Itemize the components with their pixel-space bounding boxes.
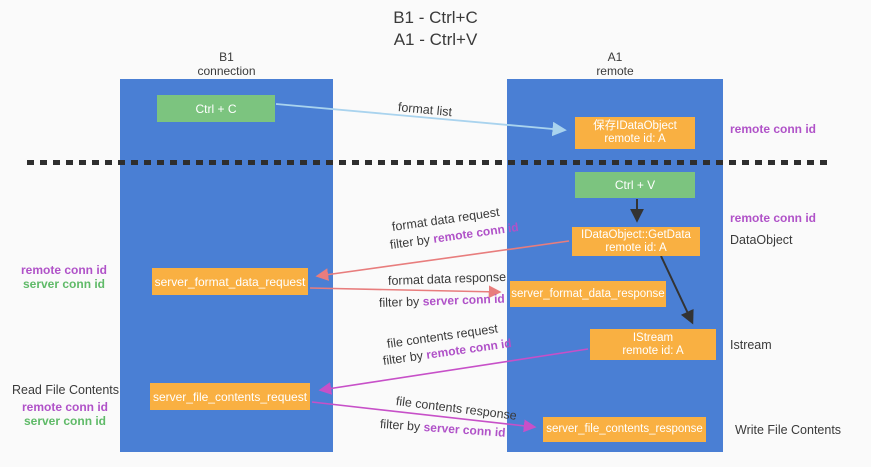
filter-by-text: filter by: [378, 294, 423, 310]
phase-divider-dashed-line: [27, 160, 830, 165]
left-column-header: B1 connection: [120, 50, 333, 78]
server-format-data-response-label: server_format_data_response: [511, 287, 665, 300]
dataobject-annotation: DataObject: [730, 233, 793, 247]
server-file-contents-request-label: server_file_contents_request: [152, 389, 308, 404]
right-column-header: A1 remote: [507, 50, 723, 78]
format-data-response-arrow: [309, 285, 502, 299]
server-file-contents-response-node: server_file_contents_response: [543, 417, 706, 442]
right-column-name: A1: [607, 50, 623, 64]
ctrl-v-label: Ctrl + V: [614, 178, 656, 192]
server-format-data-response-node: server_format_data_response: [510, 281, 666, 307]
remote-conn-id-annotation-top: remote conn id: [730, 122, 817, 136]
server-conn-id-label: server conn id: [23, 414, 107, 428]
ctrl-v-node: Ctrl + V: [575, 172, 695, 198]
istream-line1: IStream: [632, 331, 674, 344]
getdata-line2: remote id: A: [605, 241, 667, 254]
ctrl-c-node: Ctrl + C: [157, 95, 275, 122]
server-conn-id-filter-value: server conn id: [422, 291, 505, 309]
getdata-line1: IDataObject::GetData: [581, 228, 691, 241]
title-line-2: A1 - Ctrl+V: [393, 30, 478, 49]
istream-annotation: Istream: [730, 338, 772, 352]
format-list-arrow-label: format list: [397, 100, 453, 120]
left-conn-id-annotation-mid: remote conn id server conn id: [18, 263, 110, 291]
remote-conn-id-label: remote conn id: [21, 400, 108, 414]
format-data-response-filter-label: filter by server conn id: [379, 292, 505, 310]
istream-line2: remote id: A: [622, 344, 684, 357]
write-file-contents-annotation: Write File Contents: [735, 423, 842, 437]
read-file-contents-annotation: Read File Contents: [12, 383, 120, 397]
file-contents-response-filter-label: filter by server conn id: [380, 417, 506, 440]
istream-node: IStream remote id: A: [590, 329, 716, 360]
remote-conn-id-annotation-mid: remote conn id: [730, 211, 817, 225]
getdata-node: IDataObject::GetData remote id: A: [572, 227, 700, 256]
title-line-1: B1 - Ctrl+C: [393, 8, 478, 27]
format-data-response-arrow-label: format data response: [387, 269, 507, 288]
ctrl-c-label: Ctrl + C: [195, 101, 237, 116]
save-dataobject-line1: 保存IDataObject: [593, 120, 677, 132]
right-column-role: remote: [596, 64, 634, 78]
server-format-data-request-node: server_format_data_request: [152, 268, 308, 295]
server-file-contents-request-node: server_file_contents_request: [150, 383, 310, 410]
diagram-title: B1 - Ctrl+C A1 - Ctrl+V: [0, 7, 871, 51]
save-dataobject-line2: remote id: A: [604, 133, 666, 145]
filter-by-text: filter by: [379, 417, 425, 435]
server-conn-id-filter-value: server conn id: [423, 420, 506, 440]
remote-conn-id-label: remote conn id: [20, 263, 107, 277]
left-annotation-bottom: Read File Contents remote conn id server…: [12, 383, 120, 428]
save-dataobject-node: 保存IDataObject remote id: A: [575, 117, 695, 149]
filter-by-text: filter by: [382, 347, 428, 368]
server-conn-id-label: server conn id: [22, 277, 106, 291]
filter-by-text: filter by: [389, 231, 435, 252]
server-file-contents-response-label: server_file_contents_response: [546, 423, 703, 435]
left-column-role: connection: [197, 64, 256, 78]
left-column-name: B1: [219, 50, 234, 64]
server-format-data-request-label: server_format_data_request: [154, 274, 306, 289]
